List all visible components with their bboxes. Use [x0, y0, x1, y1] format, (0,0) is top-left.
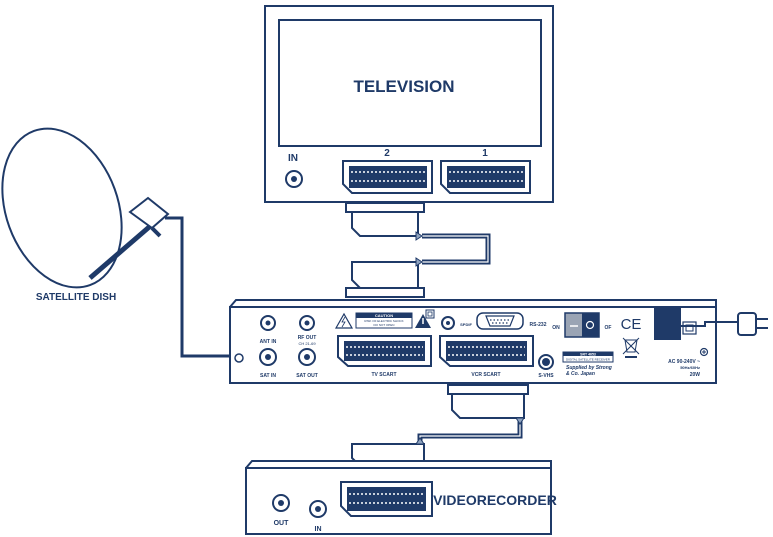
tv-scart-2-socket-icon [342, 160, 433, 194]
rf-out-label: RF OUT [298, 335, 317, 341]
satellite-dish: SATELLITE DISH [1, 127, 170, 303]
ant-in-jack-icon [260, 315, 276, 331]
model-label-box: SRT 4653 DIGITAL SATELLITE RECEIVER [562, 351, 614, 363]
svhs-jack-icon [538, 354, 554, 370]
ce-mark: CE [621, 316, 642, 333]
television: TELEVISION IN 2 1 [264, 5, 554, 203]
coax-cable-sat-in [165, 216, 240, 358]
television-title: TELEVISION [353, 77, 454, 96]
spdif-jack-icon [441, 316, 455, 330]
caution-label-box: CAUTION RISK OF ELECTRIC SHOCK DO NOT OP… [355, 312, 413, 329]
rf-out-jack-icon [299, 315, 315, 331]
vcr-out-jack-icon [272, 494, 290, 512]
rs232-port-icon [476, 312, 524, 330]
sat-out-label: SAT OUT [296, 373, 318, 379]
vcr-scart-label: VCR SCART [471, 372, 500, 378]
rf-out-sublabel: CH 21-69 [298, 341, 316, 346]
vcr-in-jack-icon [309, 500, 327, 518]
scart-plug-upper-icon [345, 202, 425, 241]
scart-plug-lower-icon [345, 257, 425, 298]
tv-scart-1-socket-icon [440, 160, 531, 194]
tv-scart-2-label: 2 [384, 148, 390, 159]
vcr-in-label: IN [315, 526, 322, 533]
tv-scart-socket-icon [337, 335, 432, 367]
vcr-out-label: OUT [274, 520, 290, 527]
power-rating-line-2: 50Hz/60Hz [680, 365, 700, 370]
tv-scart-1-label: 1 [482, 148, 488, 159]
switch-on-label: ON [552, 325, 560, 331]
vcr-scart-socket-icon [340, 481, 433, 517]
ac-power-socket [654, 306, 697, 340]
caution-line-2: DO NOT OPEN [374, 323, 395, 327]
double-insulation-icon [425, 309, 435, 319]
lnb-icon [128, 196, 170, 238]
videorecorder-title: VIDEORECORDER [433, 492, 557, 508]
svhs-label: S-VHS [538, 373, 554, 379]
rs232-label: RS-232 [530, 322, 547, 328]
power-switch [564, 312, 600, 338]
supplied-by-line-1: Supplied by Strong [566, 365, 612, 371]
sat-in-jack-icon [259, 348, 277, 366]
supplied-by-line-2: & Co. Japan [566, 371, 595, 377]
tv-in-jack-icon [285, 170, 303, 188]
caution-title: CAUTION [375, 313, 393, 318]
screw-icon [699, 347, 709, 357]
videorecorder: OUT IN VIDEORECORDER [245, 460, 557, 535]
ant-in-label: ANT IN [260, 339, 277, 345]
switch-off-label: OF [605, 325, 612, 331]
weee-bin-icon [622, 337, 640, 358]
tv-in-label: IN [288, 153, 298, 164]
mains-plug-icon [737, 312, 768, 336]
sat-out-jack-icon [298, 348, 316, 366]
scart-plug-receiver-side-icon [447, 384, 529, 425]
model-line-2: DIGITAL SATELLITE RECEIVER [566, 358, 611, 362]
tv-scart-label: TV SCART [372, 372, 397, 378]
satellite-receiver: ANT IN SAT IN RF OUT CH 21-69 SAT OUT CA… [229, 299, 717, 384]
vcr-scart-socket-icon [439, 335, 534, 367]
warning-shock-icon [334, 312, 354, 329]
model-line-1: SRT 4653 [580, 353, 596, 357]
ground-screw-icon [234, 353, 244, 363]
satellite-dish-label: SATELLITE DISH [36, 292, 116, 303]
sat-in-label: SAT IN [260, 373, 276, 379]
caution-line-1: RISK OF ELECTRIC SHOCK [364, 319, 403, 323]
scart-cable-receiver-vcr [351, 384, 529, 467]
mains-cable [676, 321, 738, 327]
scart-cable-tv-receiver [345, 202, 491, 298]
spdif-label: SPDIF [460, 322, 472, 327]
power-rating-line-1: AC 90-240V ~ [668, 359, 700, 365]
power-rating-line-3: 20W [690, 372, 701, 378]
warning-exclamation-icon [415, 314, 431, 328]
